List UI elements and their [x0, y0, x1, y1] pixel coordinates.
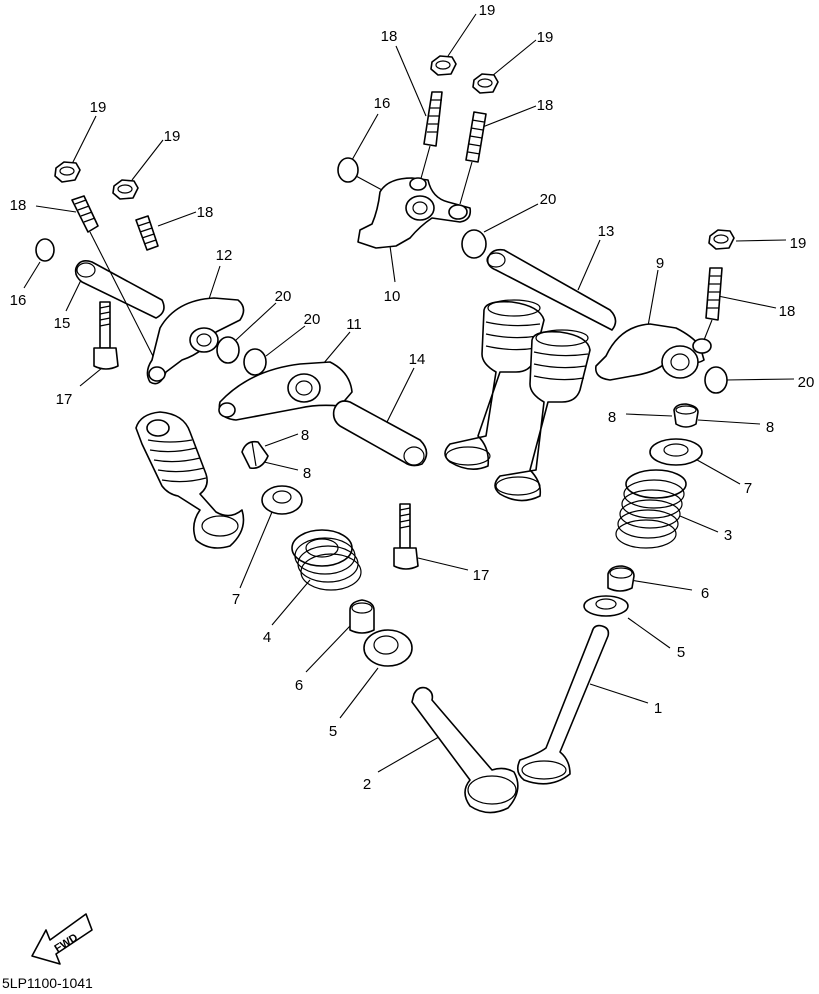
nut-19-center-a	[430, 55, 457, 76]
callout-label-3: 3	[724, 527, 732, 544]
washer-20-right	[704, 366, 728, 394]
callout-label-6: 6	[701, 585, 709, 602]
cotter-8-left	[241, 440, 269, 470]
washer-20-center	[461, 229, 487, 259]
nut-19-left-b	[112, 179, 139, 200]
rocker-shaft-13	[486, 248, 617, 331]
callout-label-20: 20	[798, 374, 815, 391]
callout-label-4: 4	[263, 629, 271, 646]
rocker-arm-10	[357, 177, 472, 249]
fwd-arrow: FWD	[31, 913, 93, 965]
callout-label-18: 18	[537, 97, 554, 114]
callout-label-8: 8	[766, 419, 774, 436]
stud-18-right	[705, 267, 723, 321]
washer-20-left-b	[243, 348, 267, 376]
part-code: 5LP1100-1041	[2, 975, 93, 991]
callout-label-20: 20	[275, 288, 292, 305]
valve-spring-4	[291, 529, 362, 591]
callout-label-14: 14	[409, 351, 426, 368]
callout-label-13: 13	[598, 223, 615, 240]
valve-assembly-center-a	[444, 299, 545, 470]
retainer-7-right	[649, 438, 703, 466]
spring-seat-5-right	[583, 595, 629, 617]
valve-assembly-left	[135, 411, 245, 549]
nut-19-right	[708, 229, 735, 250]
callout-label-8: 8	[608, 409, 616, 426]
valve-2	[411, 686, 519, 814]
stud-18-center-b	[465, 111, 487, 163]
callout-label-10: 10	[384, 288, 401, 305]
callout-label-9: 9	[656, 255, 664, 272]
callout-label-17: 17	[473, 567, 490, 584]
callout-label-18: 18	[779, 303, 796, 320]
callout-label-19: 19	[479, 2, 496, 19]
leader-lines	[23, 13, 795, 773]
valve-seal-6-left	[349, 599, 375, 634]
callout-label-5: 5	[677, 644, 685, 661]
valve-assembly-center-b	[494, 329, 591, 502]
callout-label-18: 18	[197, 204, 214, 221]
valve-1	[516, 624, 610, 785]
valve-seal-6-right	[607, 565, 635, 592]
nut-19-center-b	[472, 73, 499, 94]
callout-label-1: 1	[654, 700, 662, 717]
callout-label-6: 6	[295, 677, 303, 694]
callout-label-7: 7	[744, 480, 752, 497]
stud-18-left-a	[71, 195, 99, 233]
retainer-7-left	[261, 485, 303, 515]
o-ring-16-center	[337, 157, 359, 183]
callout-label-8: 8	[303, 465, 311, 482]
callout-label-16: 16	[10, 292, 27, 309]
callout-label-5: 5	[329, 723, 337, 740]
callout-label-20: 20	[540, 191, 557, 208]
callout-label-7: 7	[232, 591, 240, 608]
callout-label-11: 11	[346, 316, 362, 333]
bolt-17-right	[393, 503, 419, 570]
valve-spring-3	[615, 469, 687, 549]
stud-18-left-b	[135, 215, 159, 251]
callout-label-15: 15	[54, 315, 71, 332]
callout-label-12: 12	[216, 247, 233, 264]
callout-label-19: 19	[90, 99, 107, 116]
callout-label-18: 18	[10, 197, 27, 214]
callout-label-17: 17	[56, 391, 73, 408]
callout-label-8: 8	[301, 427, 309, 444]
rocker-arm-9	[594, 323, 712, 381]
callout-label-19: 19	[164, 128, 181, 145]
cotter-8-right	[673, 403, 699, 428]
callout-label-16: 16	[374, 95, 391, 112]
bolt-17-left	[93, 301, 119, 370]
callout-label-20: 20	[304, 311, 321, 328]
callout-label-19: 19	[790, 235, 807, 252]
rocker-shaft-15	[74, 260, 165, 319]
rocker-shaft-14	[332, 400, 428, 467]
rocker-arm-11	[218, 361, 353, 421]
rocker-arm-12	[146, 297, 245, 385]
spring-seat-5-left	[363, 629, 413, 667]
nut-19-left-a	[54, 161, 81, 183]
washer-20-left-a	[216, 336, 240, 364]
callout-label-19: 19	[537, 29, 554, 46]
callout-label-2: 2	[363, 776, 371, 793]
o-ring-16-left	[35, 238, 55, 262]
callout-label-18: 18	[381, 28, 398, 45]
stud-18-center-a	[423, 91, 443, 147]
